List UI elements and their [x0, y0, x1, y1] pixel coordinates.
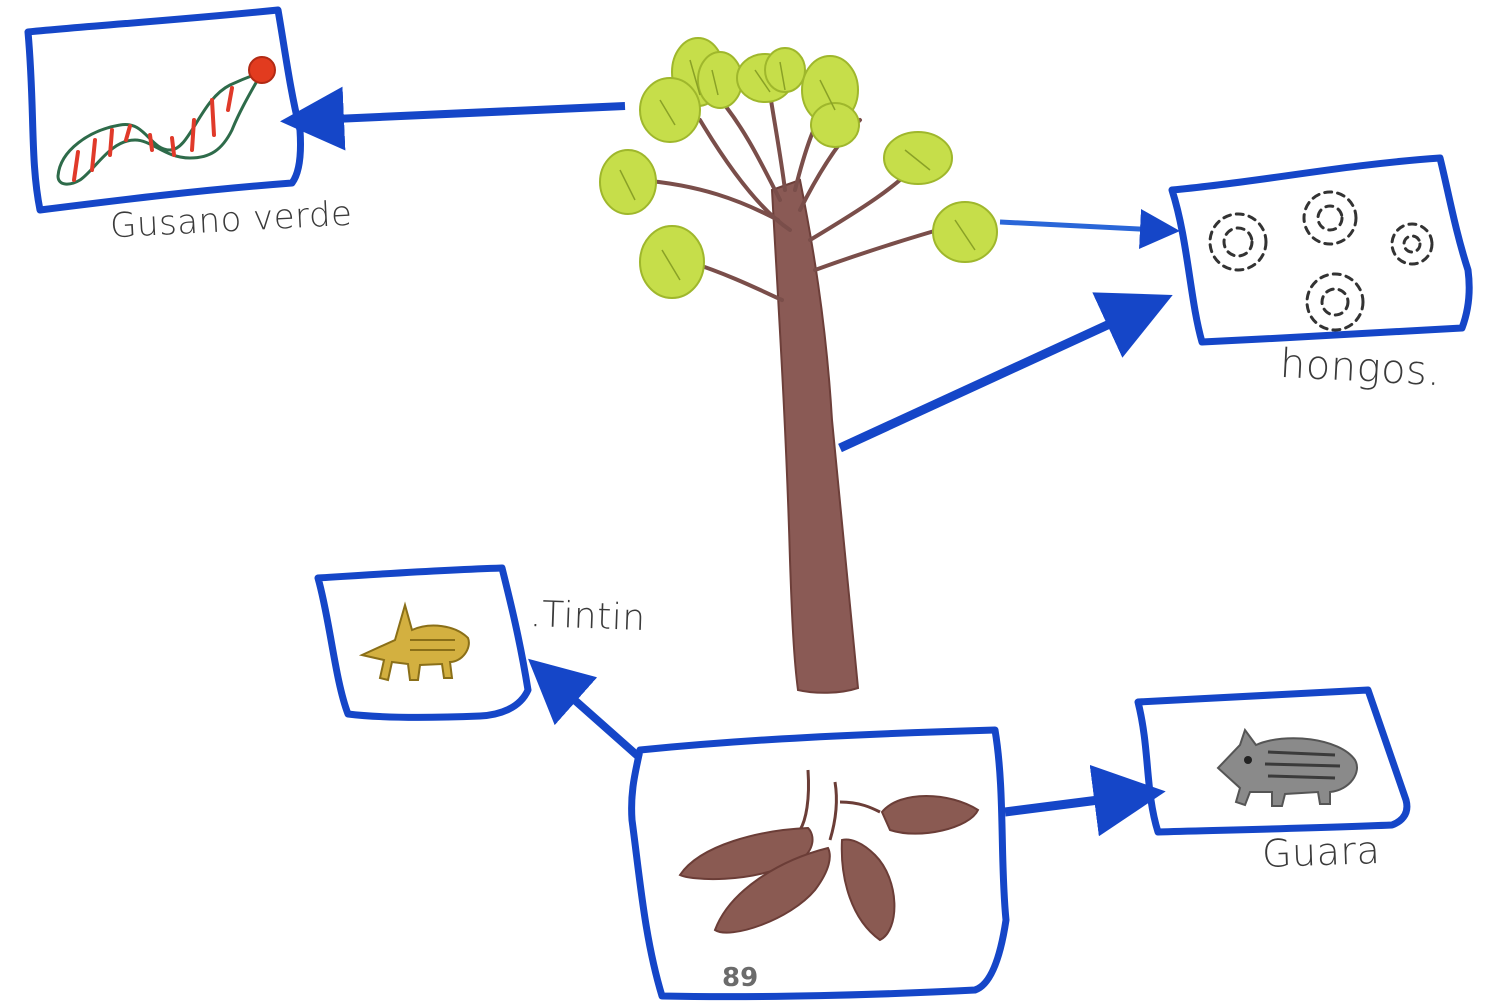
- tintin-box: [314, 564, 532, 721]
- arrow-seeds-to-tintin: [528, 658, 643, 761]
- peccary-drawing: [1216, 727, 1358, 807]
- seeds-box: [628, 726, 1010, 1001]
- arrow-trunk-to-fungi: [838, 292, 1173, 453]
- arrow-leaves-to-fungi: [999, 209, 1180, 249]
- worm-drawing: [56, 56, 276, 186]
- page-number: 89: [722, 963, 759, 993]
- agouti-drawing: [358, 601, 470, 682]
- worm-box: [24, 6, 304, 214]
- arrow-seeds-to-guara: [1004, 764, 1166, 837]
- tintin-label: .Tintin: [529, 593, 647, 640]
- guara-label: Guara: [1261, 827, 1381, 877]
- fungi-spores-drawing: [1208, 190, 1434, 332]
- fungi-label: hongos.: [1278, 340, 1442, 396]
- arrow-tree-to-worm: [280, 86, 626, 151]
- seeds-drawing: [678, 769, 980, 942]
- fungi-box: [1168, 154, 1473, 346]
- tree-drawing: [599, 37, 998, 694]
